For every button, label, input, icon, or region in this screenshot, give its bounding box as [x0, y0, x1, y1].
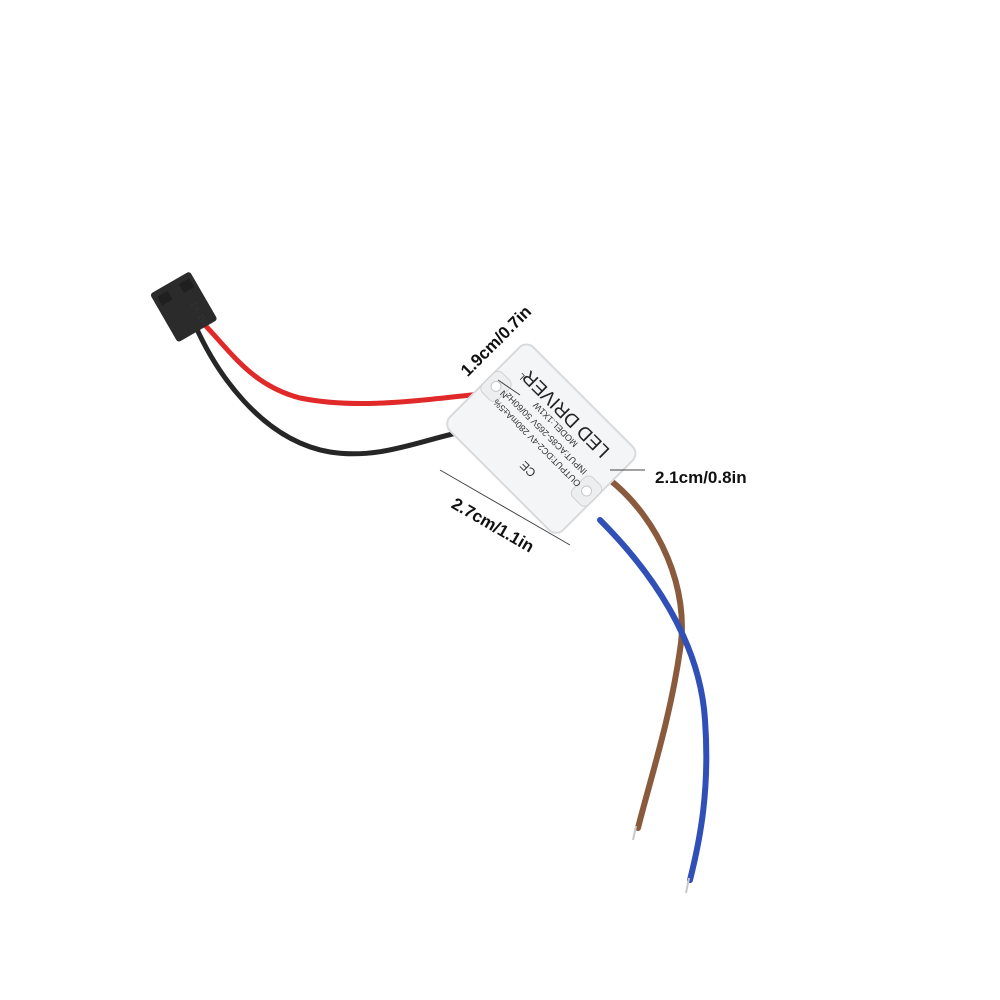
module-code-left: L — [516, 371, 527, 382]
connector: 1X 1W — [150, 272, 217, 342]
blue-wire-tip — [685, 877, 690, 894]
dim-line-top — [497, 379, 521, 396]
brown-wire-tip — [632, 825, 637, 841]
module-code-right: N — [498, 388, 510, 400]
brown-wire — [607, 477, 685, 831]
dim-line-bottom — [439, 469, 571, 546]
dimension-right: 2.1cm/0.8in — [655, 468, 747, 487]
blue-wire — [597, 517, 710, 883]
black-wire — [192, 322, 473, 457]
red-wire — [197, 317, 503, 407]
